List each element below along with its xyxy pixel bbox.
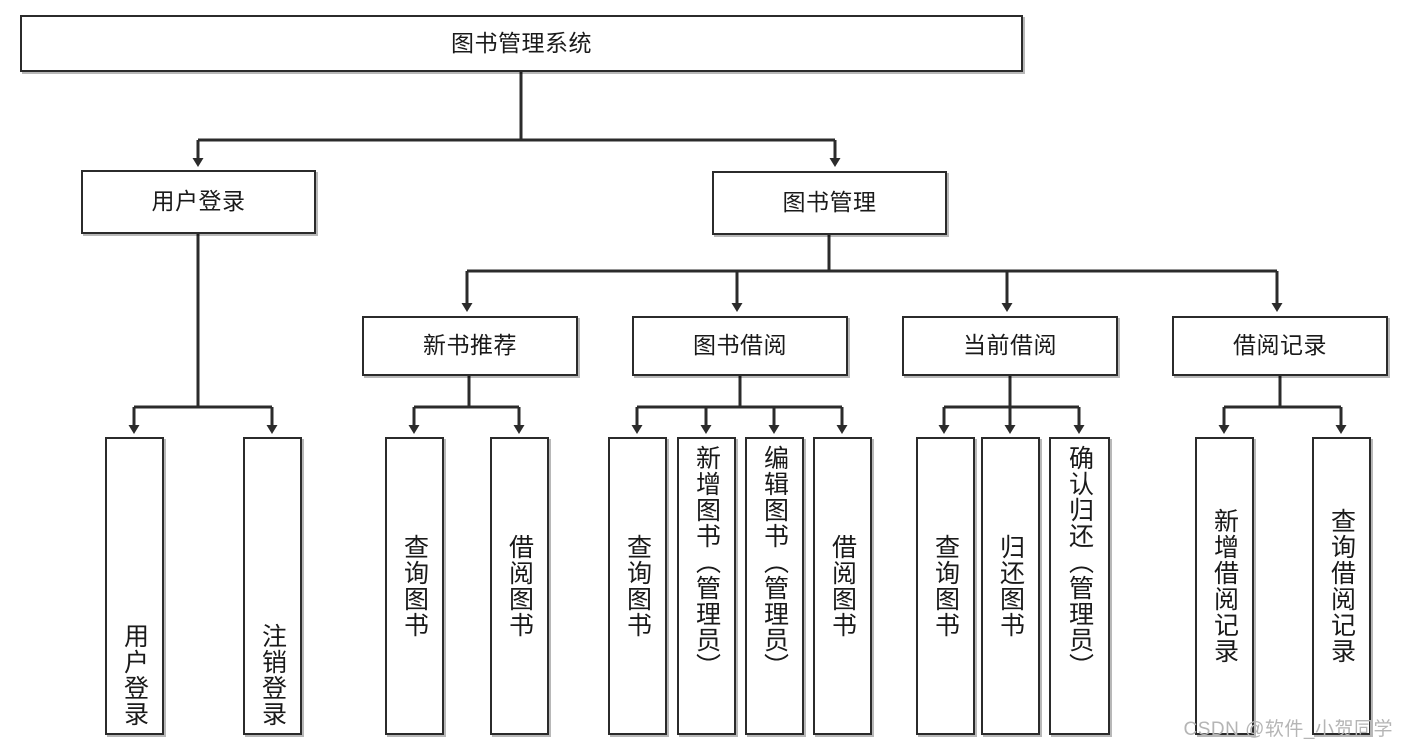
- node-label: 图书管理系统: [451, 29, 592, 56]
- leaf-new-book-borrow-book[interactable]: 借阅图书: [490, 437, 549, 735]
- leaf-user-login-logout[interactable]: 注销登录: [243, 437, 302, 735]
- node-label: 用户登录: [151, 188, 246, 215]
- node-user-login[interactable]: 用户登录: [81, 170, 316, 234]
- leaf-book-borrow-edit-book-admin[interactable]: 编辑图书（管理员）: [745, 437, 804, 735]
- node-new-book-recommend[interactable]: 新书推荐: [362, 316, 578, 376]
- node-borrow-record[interactable]: 借阅记录: [1172, 316, 1388, 376]
- leaf-book-borrow-add-book-admin[interactable]: 新增图书（管理员）: [677, 437, 736, 735]
- node-book-management[interactable]: 图书管理: [712, 171, 947, 235]
- node-label: 借阅记录: [1233, 332, 1327, 359]
- node-label: 新书推荐: [423, 332, 517, 359]
- leaf-book-borrow-query-book[interactable]: 查询图书: [608, 437, 667, 735]
- node-label: 查询借阅记录: [1327, 508, 1356, 664]
- leaf-borrow-record-add-record[interactable]: 新增借阅记录: [1195, 437, 1254, 735]
- node-label: 确认归还（管理员）: [1065, 445, 1094, 679]
- node-current-borrow[interactable]: 当前借阅: [902, 316, 1118, 376]
- node-root-book-management-system[interactable]: 图书管理系统: [20, 15, 1023, 72]
- watermark-text: CSDN @软件_小贺同学: [1183, 719, 1393, 740]
- node-label: 查询图书: [623, 534, 652, 638]
- leaf-new-book-query-book[interactable]: 查询图书: [385, 437, 444, 735]
- node-label: 借阅图书: [505, 534, 534, 638]
- node-label: 当前借阅: [963, 332, 1057, 359]
- node-label: 图书管理: [782, 189, 877, 216]
- leaf-user-login-login[interactable]: 用户登录: [105, 437, 164, 735]
- node-label: 用户登录: [120, 623, 149, 727]
- leaf-borrow-record-query-record[interactable]: 查询借阅记录: [1312, 437, 1371, 735]
- leaf-current-borrow-return-book[interactable]: 归还图书: [981, 437, 1040, 735]
- node-label: 归还图书: [996, 534, 1025, 638]
- node-label: 图书借阅: [693, 332, 787, 359]
- node-label: 借阅图书: [828, 534, 857, 638]
- node-label: 注销登录: [258, 623, 287, 727]
- leaf-current-borrow-query-book[interactable]: 查询图书: [916, 437, 975, 735]
- node-label: 新增图书（管理员）: [692, 445, 721, 679]
- node-label: 查询图书: [931, 534, 960, 638]
- leaf-current-borrow-confirm-return-admin[interactable]: 确认归还（管理员）: [1049, 437, 1110, 735]
- leaf-book-borrow-borrow-book[interactable]: 借阅图书: [813, 437, 872, 735]
- node-book-borrow[interactable]: 图书借阅: [632, 316, 848, 376]
- node-label: 新增借阅记录: [1210, 508, 1239, 664]
- node-label: 编辑图书（管理员）: [760, 445, 789, 679]
- node-label: 查询图书: [400, 534, 429, 638]
